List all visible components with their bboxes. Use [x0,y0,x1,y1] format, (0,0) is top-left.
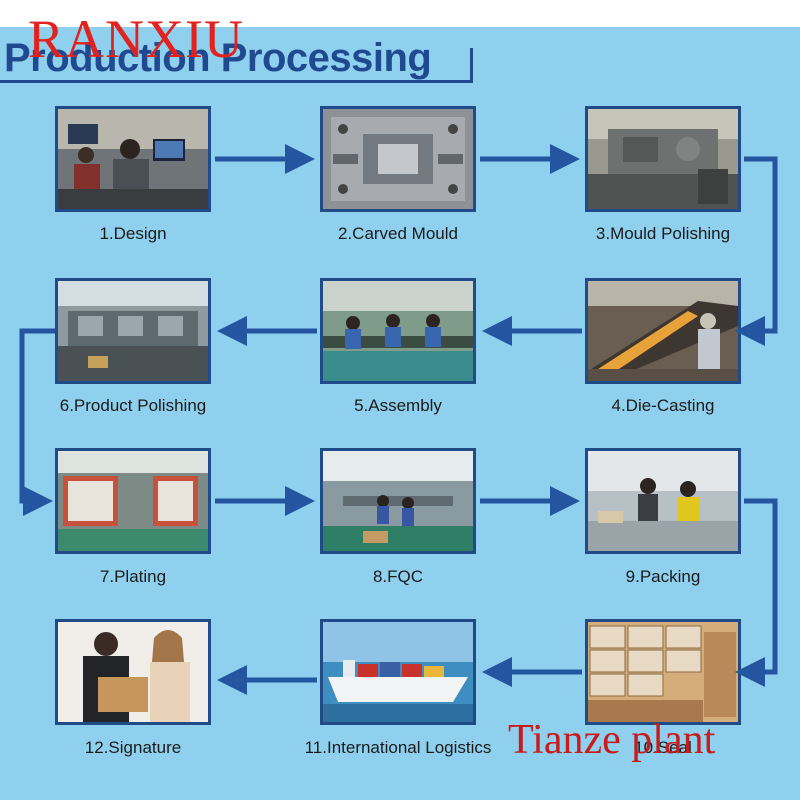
sealed-boxes-icon [588,622,738,722]
step-2-photo [320,106,476,212]
step-3-photo [585,106,741,212]
step-12-photo [55,619,211,725]
plating-icon [58,451,208,551]
step-6-photo [55,278,211,384]
step-10-label: 10.Seal [634,738,692,757]
step-5-photo [320,278,476,384]
brand-logo-text: RANXIU [28,9,244,69]
packing-icon [588,451,738,551]
page-title: Production Processing [4,36,432,80]
step-11-label: 11.International Logistics [304,738,492,757]
signature-icon [58,622,208,722]
step-6-label: 6.Product Polishing [59,396,207,415]
step-5-label: 5.Assembly [354,396,442,415]
title-underline [0,80,472,83]
cargo-ship-icon [323,622,473,722]
step-9-label: 9.Packing [625,567,701,586]
step-11-photo [320,619,476,725]
step-1-label: 1.Design [99,224,167,243]
title-underline-edge [470,48,473,83]
step-12-label: 12.Signature [84,738,182,757]
assembly-line-icon [323,281,473,381]
die-casting-icon [588,281,738,381]
step-7-photo [55,448,211,554]
step-2-label: 2.Carved Mould [337,224,458,243]
step-4-label: 4.Die-Casting [611,396,715,415]
step-4-photo [585,278,741,384]
step-8-photo [320,448,476,554]
step-3-label: 3.Mould Polishing [595,224,731,243]
product-polishing-icon [58,281,208,381]
step-10-photo [585,619,741,725]
design-icon [58,109,208,209]
polishing-machine-icon [588,109,738,209]
watermark-text: Tianze plant [508,717,716,763]
step-8-label: 8.FQC [372,567,424,586]
step-9-photo [585,448,741,554]
step-7-label: 7.Plating [99,567,167,586]
mould-icon [323,109,473,209]
quality-check-icon [323,451,473,551]
step-1-photo [55,106,211,212]
